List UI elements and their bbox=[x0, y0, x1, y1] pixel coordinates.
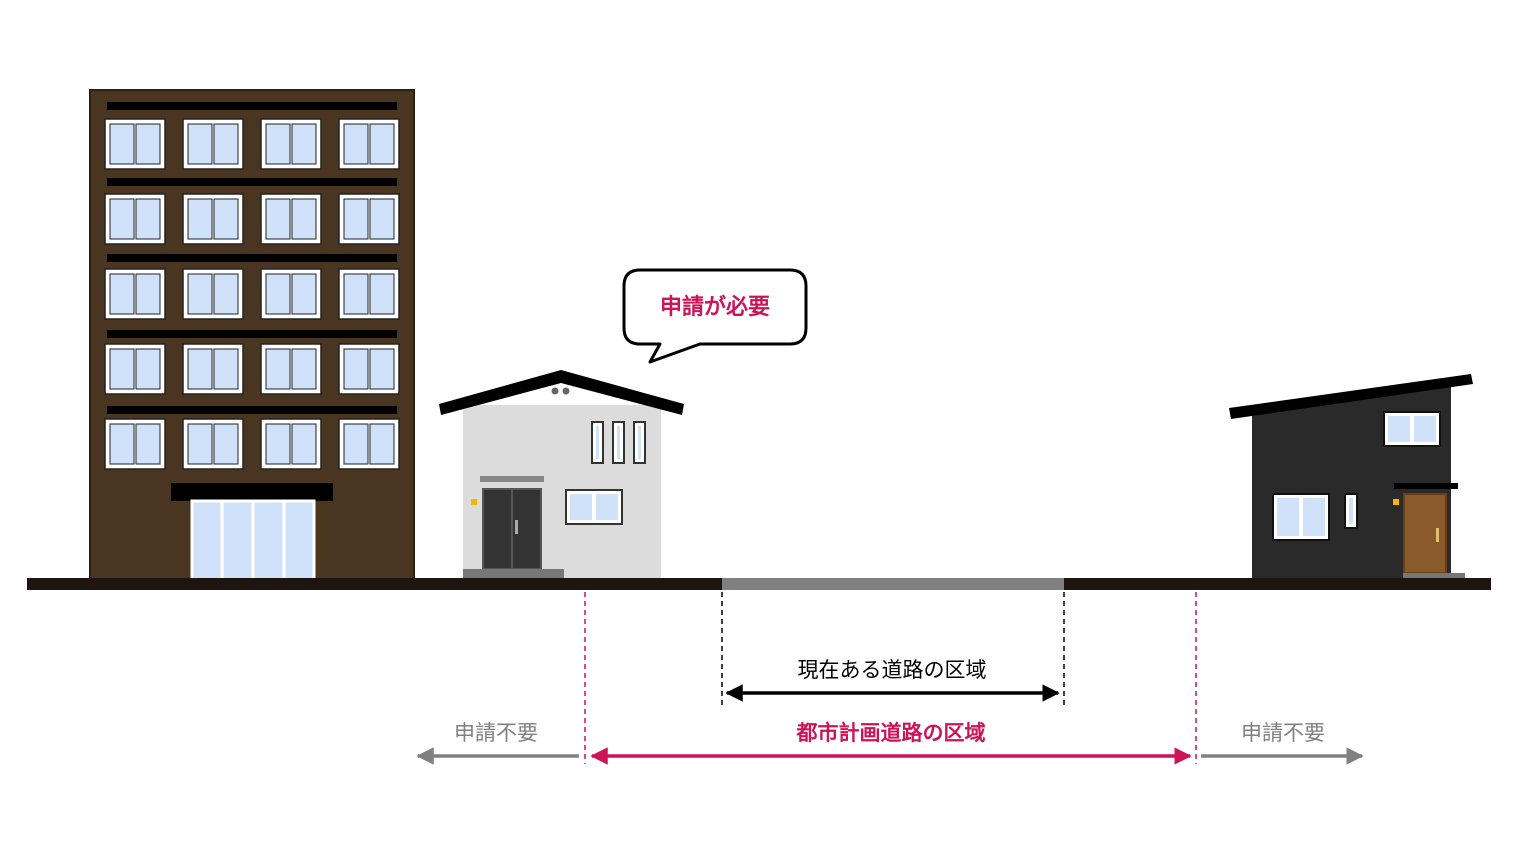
apartment-window bbox=[182, 418, 244, 470]
apartment-building bbox=[89, 89, 415, 582]
house-dark-right bbox=[1229, 374, 1473, 580]
door-light bbox=[471, 499, 477, 505]
apartment-window bbox=[104, 118, 166, 170]
apartment-window bbox=[338, 193, 400, 245]
existing-road-surface bbox=[722, 578, 1064, 590]
existing-road-label: 現在ある道路の区域 bbox=[798, 658, 987, 682]
apartment-window bbox=[338, 268, 400, 320]
apartment-window bbox=[182, 193, 244, 245]
speech-bubble: 申請が必要 bbox=[622, 268, 808, 364]
apartment-window bbox=[104, 418, 166, 470]
apartment-window bbox=[182, 343, 244, 395]
apartment-window bbox=[260, 268, 322, 320]
bubble-text: 申請が必要 bbox=[660, 294, 770, 320]
apartment-window bbox=[182, 268, 244, 320]
apartment-window bbox=[104, 343, 166, 395]
apartment-windows bbox=[104, 118, 400, 470]
apartment-window bbox=[338, 118, 400, 170]
apartment-window bbox=[104, 193, 166, 245]
right-no-application-label: 申請不要 bbox=[1241, 721, 1325, 745]
apartment-window bbox=[260, 343, 322, 395]
apartment-entrance-door bbox=[190, 499, 316, 582]
door-light bbox=[1393, 499, 1399, 505]
apartment-window bbox=[182, 118, 244, 170]
house-needs-application bbox=[439, 370, 684, 580]
apartment-entrance-canopy bbox=[171, 483, 333, 501]
apartment-window bbox=[260, 418, 322, 470]
apartment-window bbox=[338, 418, 400, 470]
house-door bbox=[1403, 493, 1447, 574]
planned-road-label: 都市計画道路の区域 bbox=[796, 721, 986, 745]
apartment-window bbox=[260, 193, 322, 245]
house-roof bbox=[439, 370, 684, 415]
apartment-window bbox=[260, 118, 322, 170]
apartment-window bbox=[338, 343, 400, 395]
house-roof bbox=[1229, 374, 1473, 419]
apartment-window bbox=[104, 268, 166, 320]
left-no-application-label: 申請不要 bbox=[454, 721, 538, 745]
